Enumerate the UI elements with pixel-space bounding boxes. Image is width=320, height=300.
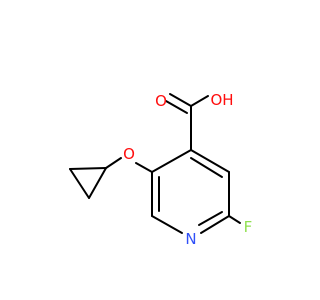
hydroxyl-label: OH	[210, 91, 233, 109]
nitrogen-label: N	[185, 230, 196, 248]
bond-c2-f	[228, 215, 241, 224]
bond-c5-o	[135, 162, 153, 173]
structure-canvas: O OH O N F	[69, 91, 253, 248]
molecule-drawing: O OH O N F	[69, 91, 253, 248]
bond-c3-c4	[190, 149, 230, 173]
bond-n-c2	[200, 215, 230, 234]
oxygen-carbonyl-label: O	[155, 92, 167, 110]
bond-cp-3	[88, 167, 107, 199]
bond-c3-c4-inner	[190, 157, 223, 178]
bond-cp-2	[69, 168, 90, 199]
bond-cp-1	[69, 167, 107, 170]
bond-c-o-double-1	[169, 93, 192, 107]
bond-c-o-double-2	[165, 100, 188, 114]
oxygen-ether-label: O	[123, 145, 135, 163]
bond-o-cp	[105, 157, 122, 169]
bond-n-c2-inner	[198, 211, 223, 226]
fluorine-label: F	[244, 218, 253, 236]
bond-c6-n	[151, 215, 183, 234]
bond-c4-c5	[151, 149, 192, 173]
bond-c-oh	[190, 95, 209, 107]
